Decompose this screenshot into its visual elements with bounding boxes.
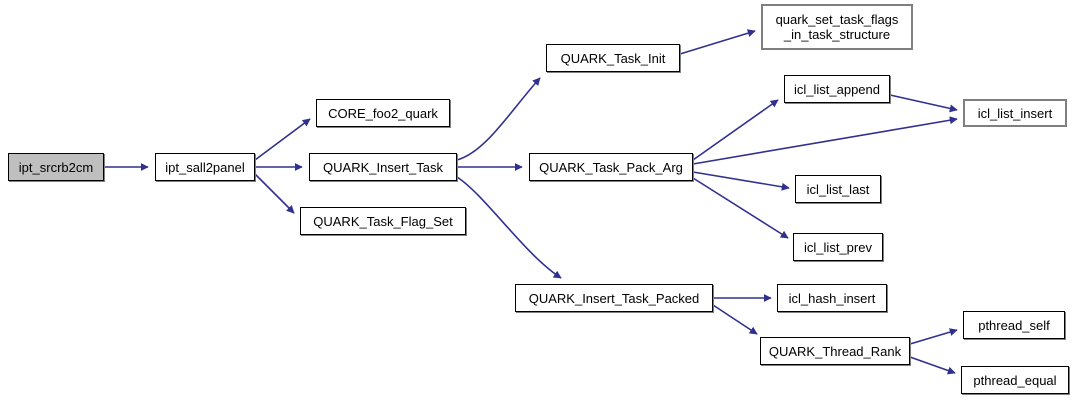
graph-node-icl_list_insert[interactable]: icl_list_insert: [963, 99, 1067, 127]
graph-edge-QUARK_Insert_Task_Packed-to-QUARK_Thread_Rank: [712, 304, 758, 335]
graph-node-QUARK_Insert_Task_Packed[interactable]: QUARK_Insert_Task_Packed: [515, 284, 713, 312]
graph-node-label: QUARK_Task_Pack_Arg: [539, 159, 683, 175]
graph-node-pthread_self[interactable]: pthread_self: [963, 311, 1065, 339]
graph-edge-QUARK_Task_Pack_Arg-to-icl_list_last: [692, 171, 790, 191]
graph-node-label: icl_list_prev: [804, 239, 872, 255]
graph-node-label: QUARK_Insert_Task: [323, 159, 443, 175]
graph-node-quark_set_task_flags[interactable]: quark_set_task_flags _in_task_structure: [761, 4, 913, 50]
graph-node-label: quark_set_task_flags _in_task_structure: [775, 12, 899, 42]
graph-edge-icl_list_append-to-icl_list_insert: [889, 94, 958, 113]
graph-node-label: icl_list_append: [793, 81, 880, 97]
graph-node-label: ipt_sall2panel: [165, 159, 245, 175]
graph-node-QUARK_Thread_Rank[interactable]: QUARK_Thread_Rank: [760, 337, 910, 365]
graph-node-label: QUARK_Task_Flag_Set: [313, 213, 453, 229]
graph-node-label: icl_list_insert: [977, 105, 1053, 121]
graph-node-label: pthread_equal: [973, 372, 1057, 388]
graph-node-icl_list_prev[interactable]: icl_list_prev: [793, 233, 883, 261]
graph-node-label: QUARK_Insert_Task_Packed: [528, 290, 700, 306]
graph-node-icl_list_append[interactable]: icl_list_append: [784, 75, 890, 103]
graph-node-QUARK_Task_Init[interactable]: QUARK_Task_Init: [546, 44, 680, 72]
graph-node-label: pthread_self: [978, 317, 1050, 333]
graph-edge-ipt_sall2panel-to-CORE_foo2_quark: [254, 118, 311, 161]
graph-edge-QUARK_Task_Pack_Arg-to-icl_list_insert: [692, 116, 958, 165]
graph-node-ipt_srcrb2cm[interactable]: ipt_srcrb2cm: [8, 153, 104, 181]
graph-node-label: ipt_srcrb2cm: [18, 159, 94, 175]
graph-node-label: icl_list_last: [806, 181, 870, 197]
graph-node-pthread_equal[interactable]: pthread_equal: [961, 366, 1069, 394]
graph-edge-QUARK_Task_Pack_Arg-to-icl_list_append: [692, 99, 779, 161]
graph-edge-QUARK_Thread_Rank-to-pthread_equal: [909, 356, 956, 375]
graph-node-CORE_foo2_quark[interactable]: CORE_foo2_quark: [316, 99, 450, 127]
graph-node-icl_list_last[interactable]: icl_list_last: [795, 175, 881, 203]
graph-node-ipt_sall2panel[interactable]: ipt_sall2panel: [155, 153, 255, 181]
graph-node-QUARK_Insert_Task[interactable]: QUARK_Insert_Task: [309, 153, 457, 181]
graph-edge-QUARK_Thread_Rank-to-pthread_self: [909, 328, 958, 345]
graph-node-label: icl_hash_insert: [788, 290, 876, 306]
graph-edge-QUARK_Insert_Task-to-QUARK_Insert_Task_Packed: [456, 176, 562, 279]
graph-edge-QUARK_Insert_Task-to-QUARK_Task_Init: [456, 77, 541, 161]
graph-node-icl_hash_insert[interactable]: icl_hash_insert: [777, 284, 887, 312]
graph-node-label: CORE_foo2_quark: [328, 105, 438, 121]
graph-node-QUARK_Task_Pack_Arg[interactable]: QUARK_Task_Pack_Arg: [529, 153, 693, 181]
graph-node-label: QUARK_Task_Init: [560, 50, 666, 66]
graph-node-label: QUARK_Thread_Rank: [768, 343, 902, 359]
graph-edge-QUARK_Task_Pack_Arg-to-icl_list_prev: [692, 177, 789, 239]
graph-node-QUARK_Task_Flag_Set[interactable]: QUARK_Task_Flag_Set: [300, 207, 466, 235]
graph-edge-ipt_sall2panel-to-QUARK_Task_Flag_Set: [254, 173, 295, 214]
graph-edge-QUARK_Task_Init-to-quark_set_task_flags: [679, 29, 756, 55]
